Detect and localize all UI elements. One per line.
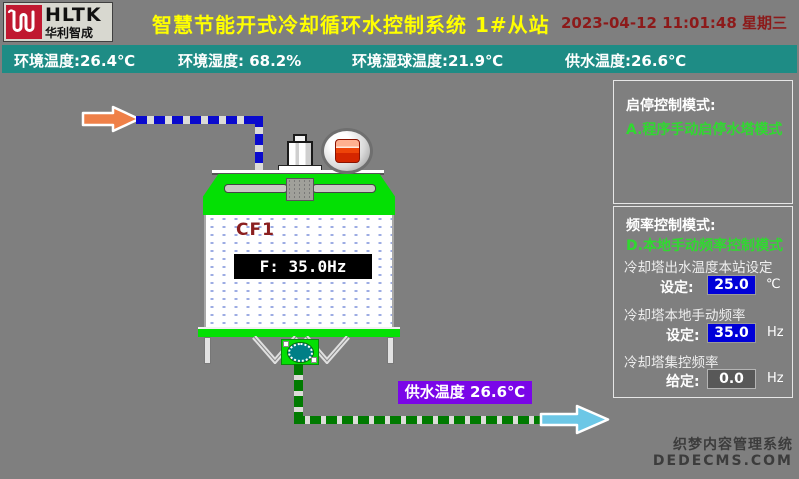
start-stop-mode-title: 启停控制模式: xyxy=(626,98,716,114)
fan-motor xyxy=(287,141,313,168)
supply-temperature-label: 供水温度 26.6℃ xyxy=(398,381,532,404)
company-name: 华利智成 xyxy=(45,25,94,40)
pump-bolt xyxy=(283,341,289,347)
outlet-flow-arrow-icon xyxy=(539,404,610,435)
fan-blade-right-icon xyxy=(312,184,376,193)
frequency-mode-value[interactable]: D.本地手动频率控制模式 xyxy=(626,238,783,254)
wet-bulb-temperature-reading: 环境湿球温度:21.9℃ xyxy=(352,52,504,70)
return-water-pipe-horizontal xyxy=(136,116,263,124)
outlet-temp-setpoint-field-label: 设定: xyxy=(660,280,694,296)
start-stop-mode-value[interactable]: A.程序手动启停水塔模式 xyxy=(626,122,783,138)
watermark: 织梦内容管理系统 DEDECMS.COM xyxy=(653,437,793,469)
watermark-line2: DEDECMS.COM xyxy=(652,452,793,469)
circulation-pump-icon[interactable] xyxy=(281,339,319,365)
return-water-pipe-vertical xyxy=(255,116,263,172)
stop-icon xyxy=(335,139,360,163)
pump-impeller-icon xyxy=(288,343,313,362)
company-logo-icon xyxy=(6,5,42,39)
tower-basin xyxy=(198,327,400,337)
inlet-flow-arrow-icon xyxy=(81,105,141,133)
manual-frequency-unit: Hz xyxy=(767,325,784,340)
tower-frequency-display: F: 35.0Hz xyxy=(234,254,372,279)
page-title: 智慧节能开式冷却循环水控制系统 1#从站 xyxy=(152,13,550,37)
central-frequency-unit: Hz xyxy=(767,371,784,386)
manual-frequency-label: 冷却塔本地手动频率 xyxy=(624,308,746,324)
company-abbr: HLTK xyxy=(45,3,102,26)
central-frequency-label: 冷却塔集控频率 xyxy=(624,355,719,371)
tower-leg-right xyxy=(387,337,394,364)
outlet-temp-setpoint-unit: ℃ xyxy=(766,277,781,292)
company-logo-text: HLTK 华利智成 xyxy=(45,3,102,40)
fan-hub-icon xyxy=(286,178,314,201)
company-logo: HLTK 华利智成 xyxy=(3,2,113,42)
tower-stop-button[interactable] xyxy=(321,128,373,174)
outlet-temp-setpoint-input[interactable]: 25.0 xyxy=(707,275,756,295)
manual-frequency-input[interactable]: 35.0 xyxy=(707,323,756,343)
outlet-temp-setpoint-label: 冷却塔出水温度本站设定 xyxy=(624,260,773,276)
central-frequency-readout: 0.0 xyxy=(707,369,756,389)
pump-bolt xyxy=(311,357,317,363)
start-stop-mode-panel: 启停控制模式: A.程序手动启停水塔模式 xyxy=(613,80,793,204)
supply-water-temperature-reading: 供水温度:26.6℃ xyxy=(565,52,687,70)
supply-water-pipe-vertical xyxy=(294,364,303,424)
tower-leg-left xyxy=(204,337,211,364)
ambient-temperature-reading: 环境温度:26.4℃ xyxy=(14,52,136,70)
environment-readings-bar: 环境温度:26.4℃ 环境湿度: 68.2% 环境湿球温度:21.9℃ 供水温度… xyxy=(2,45,797,73)
tower-tag-label: CF1 xyxy=(236,220,275,240)
manual-frequency-field-label: 设定: xyxy=(666,328,700,344)
watermark-line1: 织梦内容管理系统 xyxy=(673,436,793,453)
header: HLTK 华利智成 智慧节能开式冷却循环水控制系统 1#从站 2023-04-1… xyxy=(0,0,799,44)
fan-blade-left-icon xyxy=(224,184,288,193)
frequency-mode-title: 频率控制模式: xyxy=(626,218,716,234)
central-frequency-field-label: 给定: xyxy=(666,374,700,390)
supply-water-pipe-horizontal xyxy=(294,416,544,424)
datetime-display: 2023-04-12 11:01:48 星期三 xyxy=(561,14,788,32)
frequency-mode-panel: 频率控制模式: D.本地手动频率控制模式 冷却塔出水温度本站设定 设定: 25.… xyxy=(613,206,793,398)
ambient-humidity-reading: 环境湿度: 68.2% xyxy=(178,52,302,70)
